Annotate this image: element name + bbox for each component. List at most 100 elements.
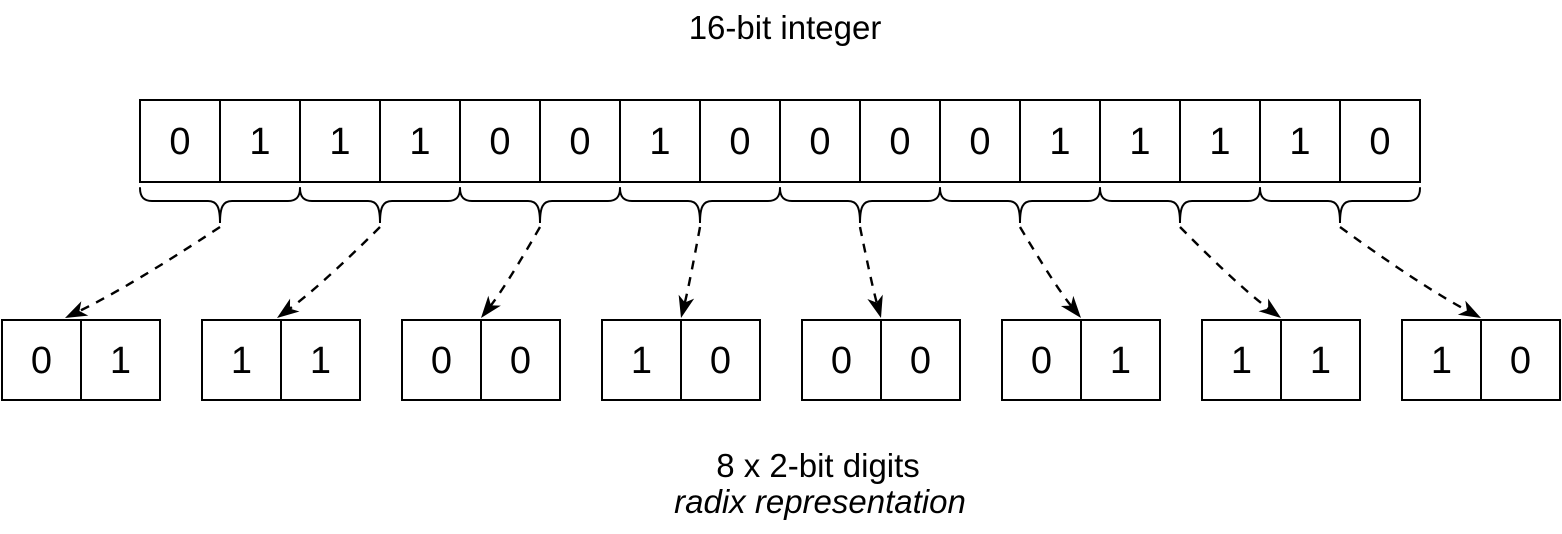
mapping-arrow (1018, 226, 1081, 318)
bit-value: 1 (1209, 121, 1230, 163)
bit-value: 1 (329, 121, 350, 163)
diagram-title: 16-bit integer (689, 9, 882, 46)
digit-cell-box (880, 319, 961, 401)
digit-value: 0 (431, 340, 452, 382)
mapping-arrow-line (287, 226, 381, 311)
bit-cell: 0 (859, 99, 941, 183)
mapping-arrow-line (1018, 226, 1074, 308)
bottom-sublabel: radix representation (674, 483, 966, 520)
digit-cell-box (1401, 319, 1482, 401)
bit-value: 0 (729, 121, 750, 163)
mapping-arrow (277, 226, 381, 318)
bit-cell-box (1019, 99, 1101, 183)
bit-value: 0 (889, 121, 910, 163)
digit-value: 0 (1510, 340, 1531, 382)
mapping-arrow (481, 226, 542, 318)
bit-cell-box (1339, 99, 1421, 183)
mapping-arrow (858, 226, 883, 318)
bit-cell-box (139, 99, 221, 183)
bit-cell-box (699, 99, 781, 183)
arrowhead-icon (481, 295, 501, 318)
bit-cell: 0 (1339, 99, 1421, 183)
digit-cell-box (680, 319, 761, 401)
arrowhead-icon (1060, 295, 1081, 318)
bottom-label: 8 x 2-bit digits (716, 447, 920, 484)
bit-cell: 1 (1099, 99, 1181, 183)
digit-value: 1 (110, 340, 131, 382)
digit-cell-box (1201, 319, 1282, 401)
digit-cell-box (280, 319, 361, 401)
bit-value: 0 (809, 121, 830, 163)
bit-cell: 0 (779, 99, 861, 183)
bit-value: 1 (1289, 121, 1310, 163)
digit-cell-box (1080, 319, 1161, 401)
bit-cell: 0 (699, 99, 781, 183)
bit-pair-brace (1259, 187, 1421, 224)
bit-value: 0 (569, 121, 590, 163)
arrowhead-icon (277, 298, 300, 318)
bit-value: 1 (249, 121, 270, 163)
digit-cell-box (1, 319, 82, 401)
bit-value: 1 (649, 121, 670, 163)
digit-value: 1 (631, 340, 652, 382)
arrowhead-icon (1457, 300, 1481, 318)
bit-cell: 0 (459, 99, 541, 183)
bit-cell-box (859, 99, 941, 183)
digit-value: 1 (231, 340, 252, 382)
digit-cell-box (480, 319, 561, 401)
mapping-arrow-line (488, 226, 542, 308)
digit-value: 0 (710, 340, 731, 382)
mapping-arrow-line (683, 226, 702, 305)
bit-cell: 0 (939, 99, 1021, 183)
mapping-arrow-line (858, 226, 879, 305)
digit-value: 0 (31, 340, 52, 382)
bit-value: 0 (1369, 121, 1390, 163)
bit-cell: 0 (539, 99, 621, 183)
arrowhead-icon (65, 301, 89, 318)
bit-cell-box (1099, 99, 1181, 183)
mapping-arrow-line (77, 225, 221, 313)
bit-cell-box (219, 99, 301, 183)
bit-pair-brace (299, 187, 461, 224)
bit-pair-brace (619, 187, 781, 224)
bit-pair-brace (779, 187, 941, 224)
mapping-arrow-line (1339, 226, 1470, 313)
mapping-arrow (1339, 226, 1481, 318)
bit-value: 0 (489, 121, 510, 163)
bit-pair-brace (939, 187, 1101, 224)
bit-cell: 1 (619, 99, 701, 183)
bit-cell: 1 (299, 99, 381, 183)
digit-value: 1 (1110, 340, 1131, 382)
mapping-arrow (678, 226, 702, 318)
arrowhead-icon (1258, 298, 1281, 318)
bit-value: 1 (409, 121, 430, 163)
bit-pair-brace (1099, 187, 1261, 224)
bit-pair-brace (139, 187, 301, 224)
arrowhead-icon (678, 294, 695, 318)
digit-cell-box (1480, 319, 1561, 401)
bit-cell: 1 (1179, 99, 1261, 183)
digit-cell-box (1001, 319, 1082, 401)
mapping-arrow (65, 225, 221, 318)
arrowhead-icon (867, 294, 883, 318)
bit-cell: 1 (1019, 99, 1101, 183)
mapping-arrow-line (1179, 226, 1271, 311)
digit-value: 1 (310, 340, 331, 382)
bit-cell: 1 (1259, 99, 1341, 183)
digit-value: 0 (831, 340, 852, 382)
digit-value: 0 (510, 340, 531, 382)
bit-value: 1 (1049, 121, 1070, 163)
digit-value: 0 (1031, 340, 1052, 382)
bit-cell-box (779, 99, 861, 183)
bit-cell-box (1179, 99, 1261, 183)
bit-cell: 0 (139, 99, 221, 183)
